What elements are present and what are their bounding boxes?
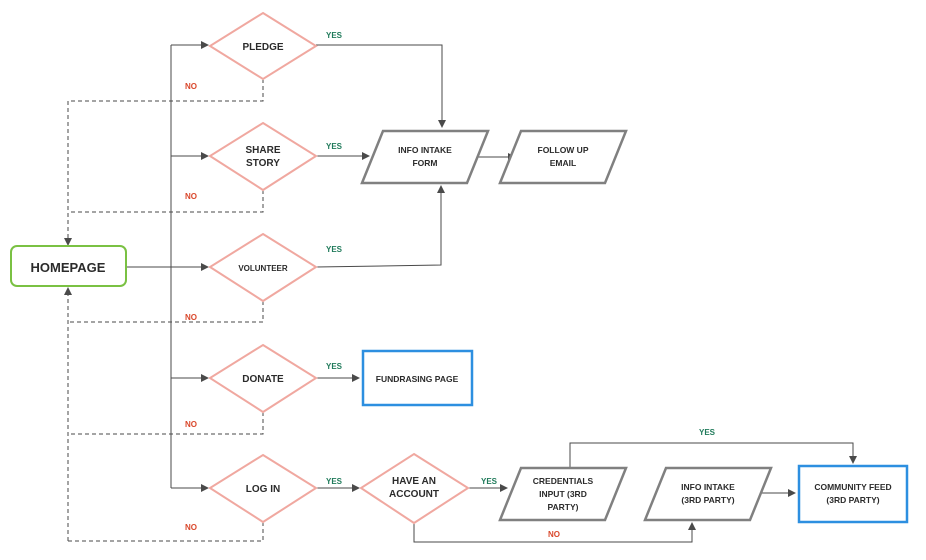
node-info-intake-form: INFO INTAKE FORM (360, 129, 490, 185)
svg-text:COMMUNITY FEED: COMMUNITY FEED (814, 482, 891, 492)
svg-text:FORM: FORM (412, 158, 437, 168)
edge-have-account-no (413, 522, 696, 543)
label-log-in-yes: YES (326, 477, 343, 486)
label-donate-no: NO (185, 420, 197, 429)
node-fundraising-page: FUNDRASING PAGE (361, 349, 474, 407)
svg-text:DONATE: DONATE (242, 374, 284, 385)
dash-volunteer-no (68, 301, 264, 323)
label-credentials-yes: YES (699, 428, 716, 437)
node-follow-up-email: FOLLOW UP EMAIL (498, 129, 628, 185)
svg-text:STORY: STORY (246, 158, 280, 169)
svg-text:INPUT (3RD: INPUT (3RD (539, 489, 587, 499)
node-log-in: LOG IN (208, 453, 318, 524)
label-have-account-no: NO (548, 530, 560, 539)
label-volunteer-no: NO (185, 313, 197, 322)
node-homepage: HOMEPAGE (10, 245, 127, 287)
label-donate-yes: YES (326, 362, 343, 371)
dash-log-in-no (68, 522, 264, 542)
node-share-story: SHARE STORY (208, 121, 318, 192)
dash-donate-no (68, 412, 264, 435)
node-info-intake-3rd-party: INFO INTAKE (3RD PARTY) (643, 466, 773, 522)
edge-pledge-yes (316, 44, 446, 128)
edge-labels: YES YES YES YES YES YES YES NO NO NO NO … (185, 31, 716, 539)
svg-text:CREDENTIALS: CREDENTIALS (533, 476, 594, 486)
label-share-story-yes: YES (326, 142, 343, 151)
svg-text:(3RD PARTY): (3RD PARTY) (826, 495, 879, 505)
svg-text:INFO INTAKE: INFO INTAKE (398, 145, 452, 155)
svg-text:LOG IN: LOG IN (246, 484, 280, 495)
svg-text:INFO INTAKE: INFO INTAKE (681, 482, 735, 492)
svg-text:ACCOUNT: ACCOUNT (389, 489, 439, 500)
svg-text:FUNDRASING PAGE: FUNDRASING PAGE (376, 374, 459, 384)
svg-text:PLEDGE: PLEDGE (242, 42, 283, 53)
dash-share-story-no (68, 190, 264, 213)
node-volunteer: VOLUNTEER (208, 232, 318, 303)
node-have-account: HAVE AN ACCOUNT (359, 452, 470, 525)
label-have-account-yes: YES (481, 477, 498, 486)
label-volunteer-yes: YES (326, 245, 343, 254)
edge-volunteer-yes (315, 185, 445, 268)
node-credentials-input: CREDENTIALS INPUT (3RD PARTY) (498, 466, 628, 522)
node-pledge: PLEDGE (208, 11, 318, 81)
dash-pledge-no (68, 79, 264, 102)
label-log-in-no: NO (185, 523, 197, 532)
svg-text:PARTY): PARTY) (547, 502, 578, 512)
edge-credentials-yes (569, 442, 857, 467)
node-community-feed: COMMUNITY FEED (3RD PARTY) (797, 464, 909, 524)
label-share-story-no: NO (185, 192, 197, 201)
dashed-no-edges (64, 79, 264, 542)
svg-text:FOLLOW UP: FOLLOW UP (538, 145, 589, 155)
svg-text:VOLUNTEER: VOLUNTEER (238, 264, 288, 273)
svg-text:HOMEPAGE: HOMEPAGE (31, 260, 106, 275)
svg-text:SHARE: SHARE (245, 145, 280, 156)
svg-text:EMAIL: EMAIL (550, 158, 576, 168)
solid-edges (127, 41, 857, 543)
svg-text:(3RD PARTY): (3RD PARTY) (681, 495, 734, 505)
node-donate: DONATE (208, 343, 318, 414)
label-pledge-no: NO (185, 82, 197, 91)
label-pledge-yes: YES (326, 31, 343, 40)
svg-text:HAVE AN: HAVE AN (392, 476, 436, 487)
